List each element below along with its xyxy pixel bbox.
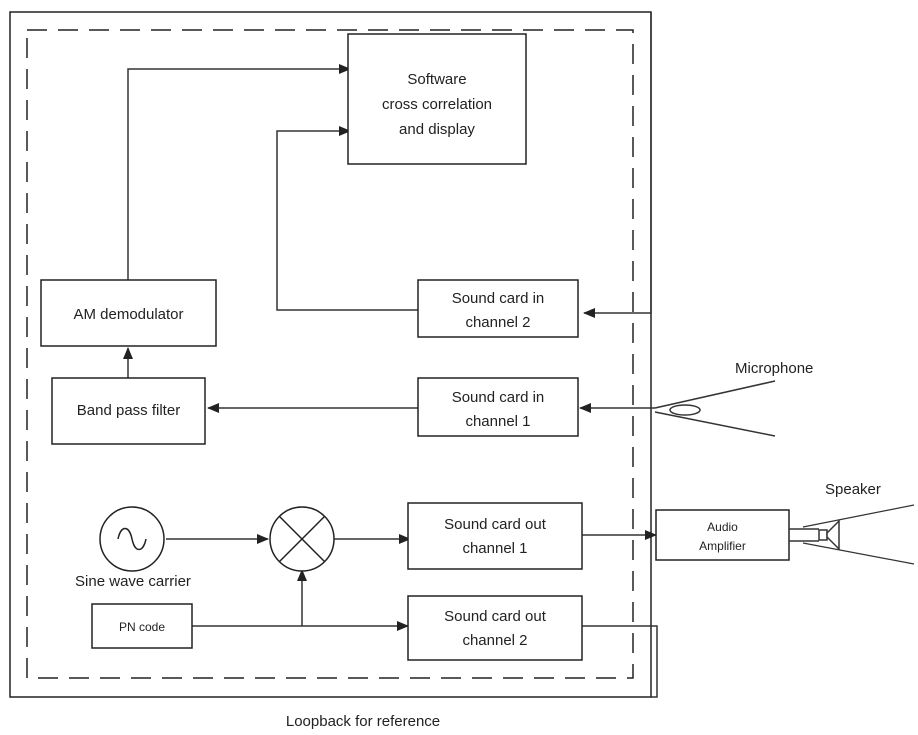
sound-card-in-2-block: Sound card in channel 2 (417, 279, 579, 338)
software-label-3: and display (399, 121, 475, 138)
software-label-2: cross correlation (382, 96, 492, 113)
loopback-label: Loopback for reference (286, 713, 440, 730)
sine-wave-carrier-symbol (99, 506, 165, 572)
am-demodulator-label: AM demodulator (73, 306, 183, 323)
amplifier-label-1: Audio (707, 520, 738, 534)
wire-sound-in-2-to-software (276, 126, 418, 311)
outer-frame (9, 11, 652, 698)
sound-out-1-label-2: channel 1 (462, 540, 527, 557)
am-demodulator-block: AM demodulator (40, 279, 217, 347)
wire-loopback-to-sound-in-2 (583, 12, 652, 318)
audio-amplifier-block: Audio Amplifier (655, 509, 790, 561)
sine-wave-carrier-label: Sine wave carrier (75, 573, 191, 590)
pn-code-block: PN code (91, 603, 193, 649)
sound-in-1-label-2: channel 1 (465, 413, 530, 430)
sound-out-1-label-1: Sound card out (444, 516, 547, 533)
mixer-symbol (269, 506, 335, 572)
wire-am-to-software (127, 64, 351, 280)
band-pass-filter-block: Band pass filter (51, 377, 206, 445)
pn-code-label: PN code (119, 620, 165, 634)
wire-loopback-return (582, 625, 658, 698)
sound-card-out-1-block: Sound card out channel 1 (407, 502, 583, 570)
software-block: Software cross correlation and display (347, 33, 527, 165)
sound-in-2-label-1: Sound card in (452, 290, 545, 307)
sound-card-in-1-block: Sound card in channel 1 (417, 377, 579, 437)
microphone-label: Microphone (735, 360, 813, 377)
microphone-icon (654, 380, 776, 437)
speaker-label: Speaker (825, 481, 881, 498)
sound-out-2-label-1: Sound card out (444, 608, 547, 625)
amplifier-label-2: Amplifier (699, 539, 746, 553)
dashed-boundary (26, 29, 634, 679)
band-pass-filter-label: Band pass filter (77, 402, 180, 419)
software-label-1: Software (407, 71, 466, 88)
sound-in-2-label-2: channel 2 (465, 314, 530, 331)
sound-out-2-label-2: channel 2 (462, 632, 527, 649)
sound-in-1-label-1: Sound card in (452, 389, 545, 406)
sine-wave-icon (117, 527, 147, 551)
sound-card-out-2-block: Sound card out channel 2 (407, 595, 583, 661)
speaker-icon (789, 504, 915, 565)
